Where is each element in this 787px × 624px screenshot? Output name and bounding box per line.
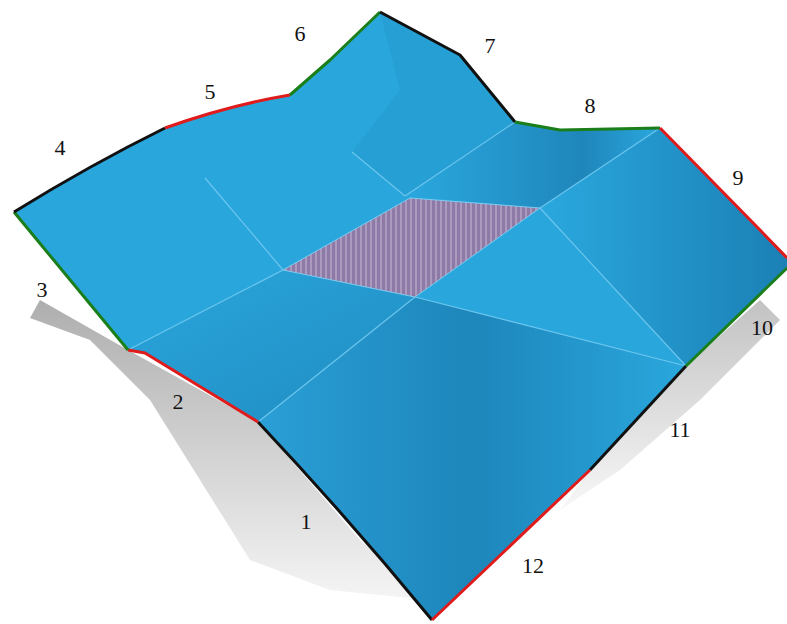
callout-number: 1 (301, 511, 312, 533)
callout-number: 12 (522, 555, 544, 577)
callout-number: 10 (751, 317, 773, 339)
callout-number: 11 (669, 419, 690, 441)
callout-number: 5 (205, 81, 216, 103)
callout-number: 7 (485, 35, 496, 57)
callout-number: 9 (733, 167, 744, 189)
callout-number: 2 (173, 391, 184, 413)
callout-number: 6 (295, 23, 306, 45)
callout-number: 4 (55, 137, 66, 159)
callout-number: 3 (37, 279, 48, 301)
callout-number: 8 (585, 95, 596, 117)
